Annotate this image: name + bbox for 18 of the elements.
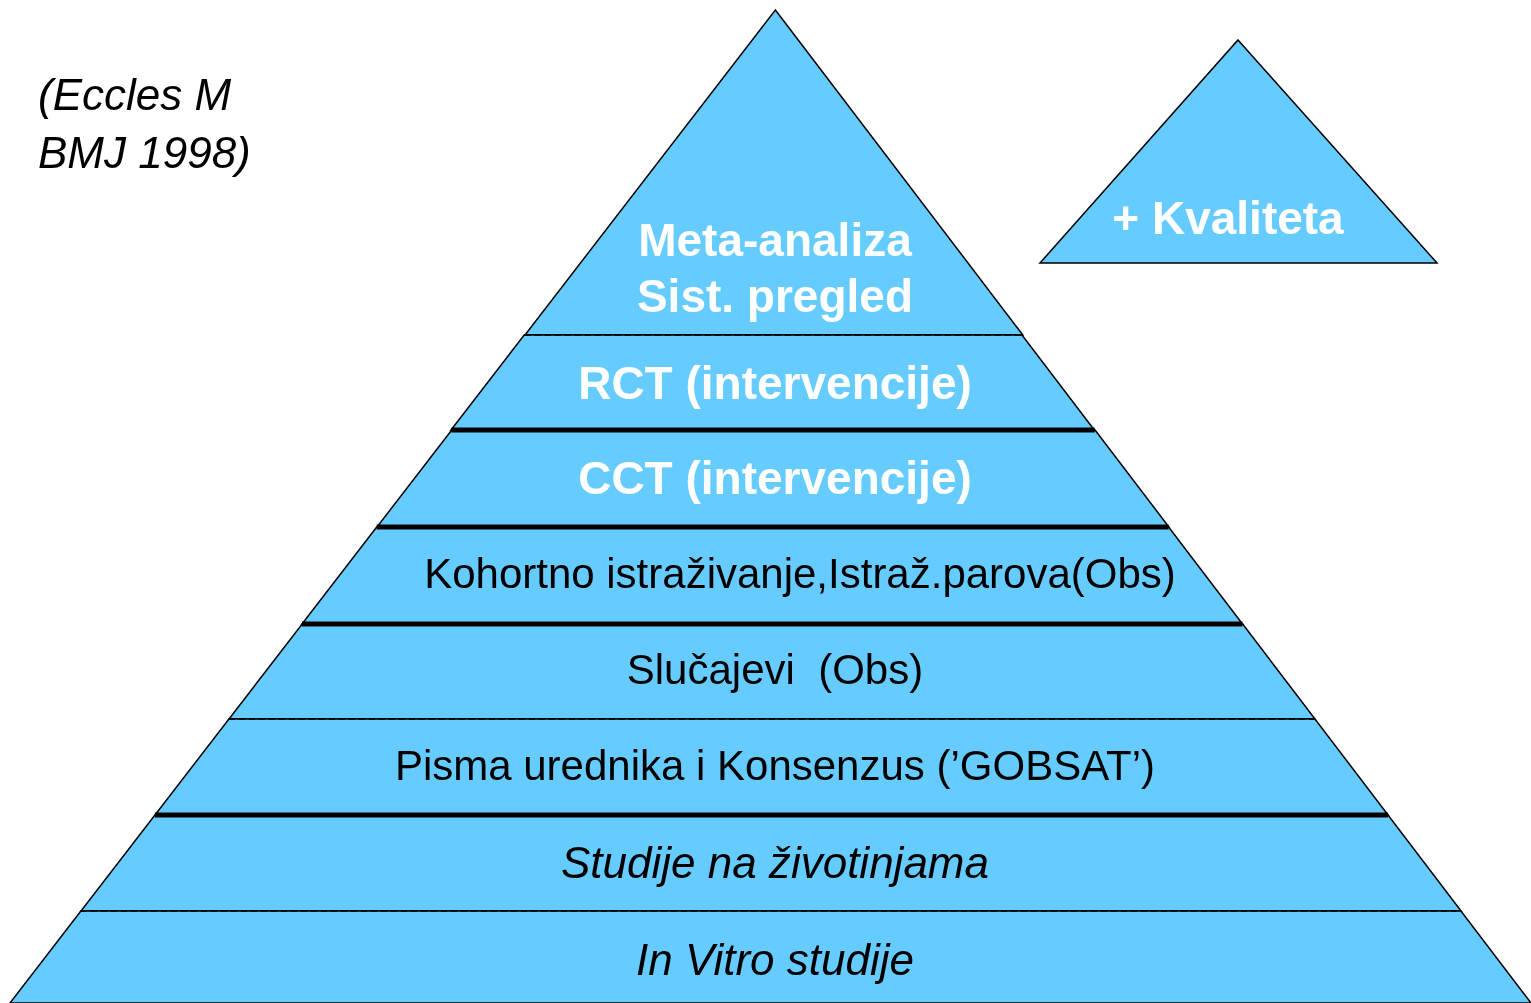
tier-label: Kohortno istraživanje,Istraž.parova(Obs) <box>424 550 1176 598</box>
pyramid-tier <box>301 527 1243 624</box>
tier-label: Meta-analiza Sist. pregled <box>635 213 914 324</box>
tier-label: CCT (intervencije) <box>578 451 972 506</box>
citation-note: (Eccles M BMJ 1998) <box>38 69 252 179</box>
tier-label: In Vitro studije <box>636 935 914 985</box>
pyramid-tier <box>80 815 1461 911</box>
tier-label: Studije na životinjama <box>561 838 989 888</box>
tier-label: Slučajevi (Obs) <box>626 646 924 694</box>
pyramid-tier <box>451 335 1095 430</box>
pyramid-tier <box>154 719 1388 815</box>
pyramid-tier <box>228 624 1315 719</box>
pyramid-tier <box>10 911 1531 1003</box>
tier-label: Pisma urednika i Konsenzus (’GOBSAT’) <box>394 742 1156 790</box>
quality-triangle <box>1040 40 1437 263</box>
tier-label: RCT (intervencije) <box>578 356 972 411</box>
pyramid-tier <box>376 430 1169 527</box>
tier-label: + Kvaliteta <box>1112 191 1344 246</box>
